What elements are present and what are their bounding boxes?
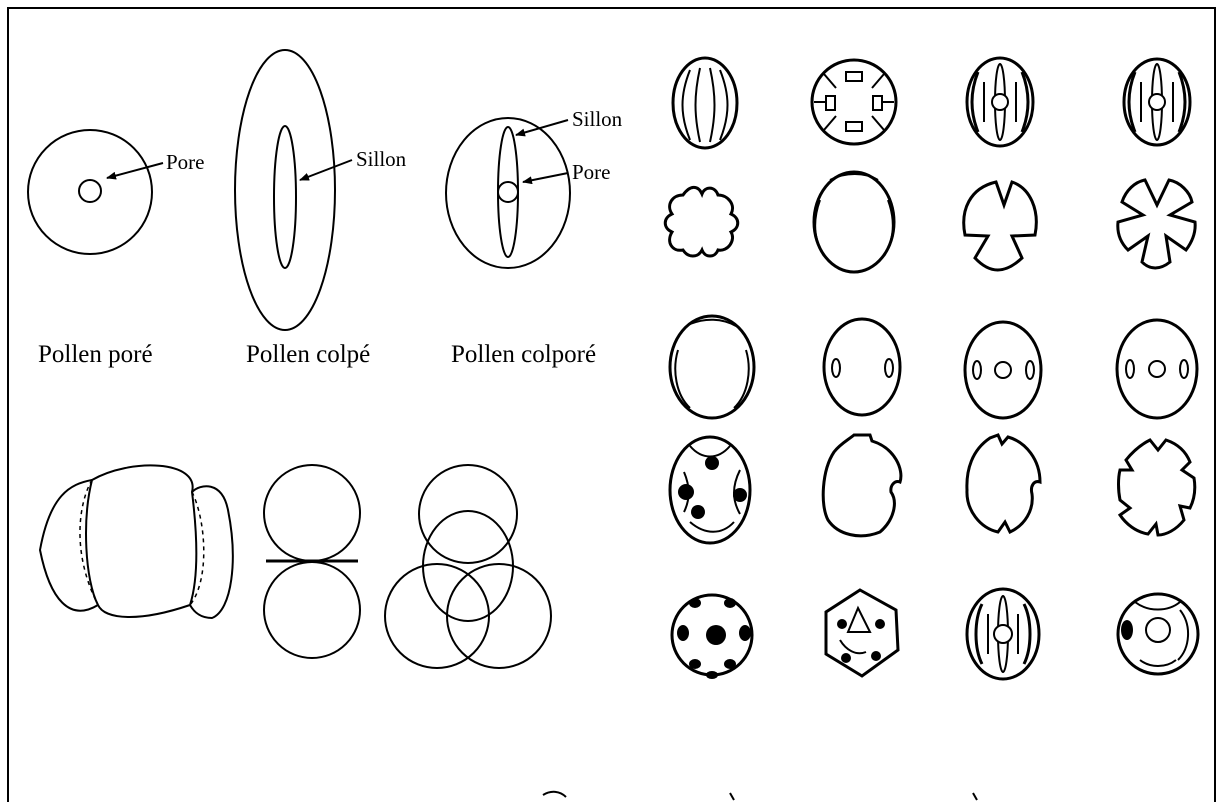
saccate-pollen [40,465,233,618]
grain-r2c1 [665,187,738,256]
grain-r1c1 [673,58,737,148]
tetrad-pollen [385,465,551,668]
grain-r1c3 [967,58,1033,146]
pollen-pore-diagram: Pore [28,130,205,254]
grain-r4c3 [967,435,1040,532]
caption-pollen-colpore: Pollen colporé [451,341,596,368]
grain-r3c3 [965,322,1041,418]
pore-label: Pore [166,150,205,174]
sillon-shape [274,126,296,268]
colpore-pore-arrow [523,173,568,182]
grain-r2c2 [814,172,894,272]
colpore-pore-label: Pore [572,160,611,184]
caption-pollen-pore: Pollen poré [38,341,153,368]
pollen-colpore-diagram: Sillon Pore [446,107,623,268]
pollen-colpe-outline [235,50,335,330]
pore-arrow [107,163,163,178]
grain-r4c1 [670,437,750,543]
sillon-arrow [300,160,352,180]
grain-r3c4 [1117,320,1197,418]
grain-r5c1 [672,595,752,679]
cropped-marks [543,792,977,800]
grain-r2c4 [1118,180,1195,268]
grain-r5c2 [826,590,898,676]
grain-r3c1 [670,316,754,418]
colpore-sillon-arrow [516,120,568,135]
colpore-sillon-label: Sillon [572,107,623,131]
grain-r4c2 [823,435,901,536]
pollen-pore-outline [28,130,152,254]
dyad-pollen [264,465,360,658]
grain-r3c2 [824,319,900,415]
pollen-colpe-diagram: Sillon [235,50,407,330]
grain-r4c4 [1119,440,1195,535]
colpore-pore-shape [498,182,518,202]
grain-r1c4 [1124,59,1190,145]
grain-r1c2 [812,60,896,144]
caption-pollen-colpe: Pollen colpé [246,341,370,368]
grain-r5c4 [1118,594,1198,674]
pore-shape [79,180,101,202]
grain-r5c3 [967,589,1039,679]
sillon-label: Sillon [356,147,407,171]
grain-r2c3 [964,182,1037,270]
